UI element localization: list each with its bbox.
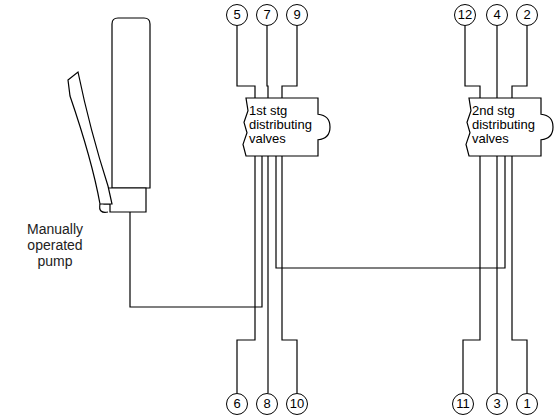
callout-number: 2: [516, 4, 538, 26]
pump-name: Manually operated pump: [15, 221, 95, 269]
pipe-line: [130, 156, 262, 307]
callout-number: 3: [486, 393, 508, 415]
distributing-valve: 1st stg distributing valves: [243, 98, 329, 156]
pump-label: Manually operated pump: [15, 15, 155, 275]
callout-number: 10: [286, 393, 308, 415]
callout-number: 5: [226, 4, 248, 26]
callout-number: 7: [256, 4, 278, 26]
callout-number: 8: [256, 393, 278, 415]
callout-number: 9: [286, 4, 308, 26]
pipe-line: [276, 156, 505, 268]
valve-name: 2nd stg distributing valves: [466, 98, 538, 146]
callout-number: 11: [452, 393, 474, 415]
callout-number: 1: [516, 393, 538, 415]
callout-number: 4: [486, 4, 508, 26]
distributing-valve: 2nd stg distributing valves: [466, 98, 552, 156]
callout-number: 6: [226, 393, 248, 415]
callout-number: 12: [454, 4, 476, 26]
valve-name: 1st stg distributing valves: [243, 98, 315, 146]
